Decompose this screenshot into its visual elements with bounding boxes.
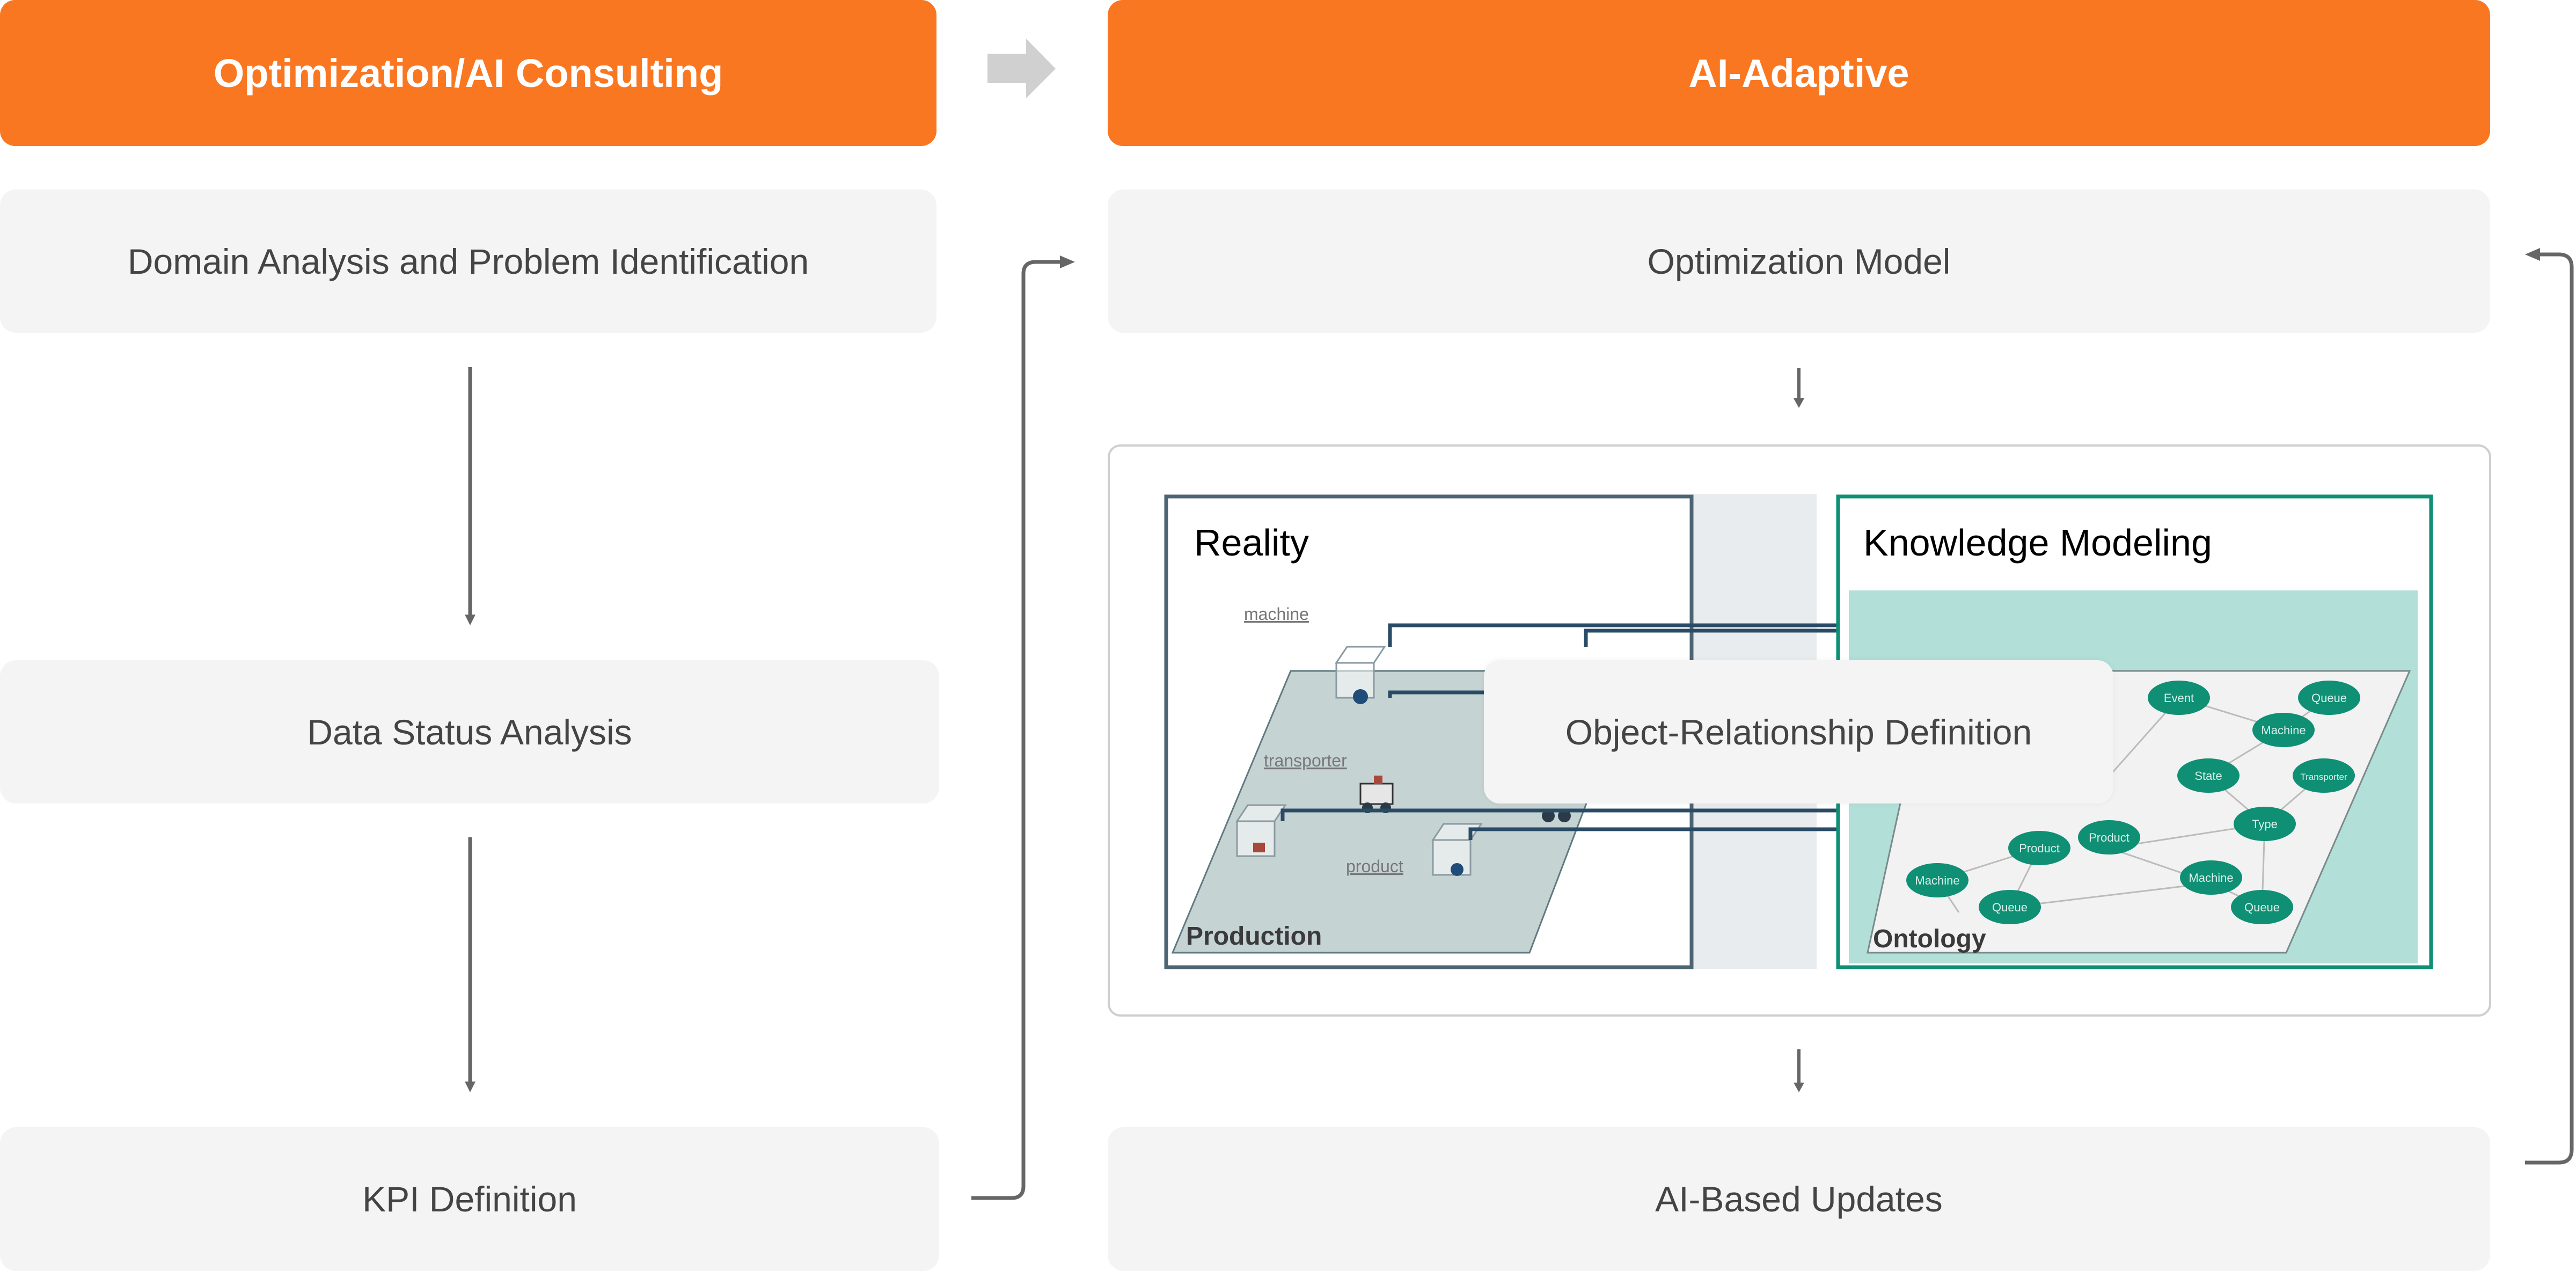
arrow-down-3 (1794, 368, 1804, 408)
right-arrow-icon (987, 39, 1056, 98)
node-label: Machine (2189, 871, 2233, 885)
step-optimization-model: Optimization Model (1108, 189, 2490, 333)
ontology-node (2008, 831, 2070, 865)
ontology-node (2177, 758, 2240, 793)
step-data-status-analysis: Data Status Analysis (0, 660, 939, 803)
ai-adaptive-header: AI-Adaptive (1108, 0, 2490, 146)
ontology-node (2234, 807, 2296, 841)
arrow-down-4 (1794, 1049, 1804, 1092)
node-label: Machine (2261, 724, 2306, 737)
arrow-down-1 (465, 367, 475, 625)
ontology-node-labels: Event Queue Machine State Transporter Ty… (1915, 691, 2347, 914)
ontology-node (1906, 863, 1968, 897)
ontology-nodes (1906, 681, 2360, 924)
step-label: KPI Definition (362, 1179, 577, 1219)
step-ai-based-updates: AI-Based Updates (1108, 1127, 2490, 1271)
ontology-node (2298, 681, 2360, 715)
knowledge-modeling-title: Knowledge Modeling (1863, 522, 2212, 564)
node-label: Queue (2244, 901, 2280, 914)
ai-adaptive-header-label: AI-Adaptive (1688, 50, 1909, 96)
ontology-node (2252, 713, 2315, 747)
ontology-node (2148, 681, 2210, 715)
node-label: Event (2164, 691, 2194, 705)
ontology-node (2180, 860, 2242, 895)
node-label: State (2194, 769, 2222, 783)
node-label: Product (2019, 842, 2060, 855)
transporter-label: transporter (1264, 751, 1347, 770)
connector-kpi-to-optimization (971, 255, 1075, 1200)
consulting-header-label: Optimization/AI Consulting (213, 50, 723, 96)
node-label: Machine (1915, 874, 1959, 887)
ontology-label: Ontology (1873, 925, 1986, 953)
step-label: AI-Based Updates (1655, 1179, 1943, 1219)
ontology-node (2231, 890, 2293, 924)
machine-icon (1335, 646, 1386, 704)
overlay-label: Object-Relationship Definition (1565, 712, 2032, 752)
node-label: Product (2089, 831, 2129, 844)
step-kpi-definition: KPI Definition (0, 1127, 939, 1271)
object-relationship-definition-box: Object-Relationship Definition (1484, 660, 2113, 803)
transporter-icon (1542, 809, 1571, 822)
node-label: Type (2252, 817, 2278, 831)
arrow-down-2 (465, 837, 475, 1092)
node-label: Transporter (2300, 772, 2347, 782)
production-label: Production (1186, 922, 1322, 951)
product-label: product (1346, 857, 1403, 876)
step-domain-analysis: Domain Analysis and Problem Identificati… (0, 189, 936, 333)
consulting-header: Optimization/AI Consulting (0, 0, 936, 146)
connector-feedback-loop (2525, 248, 2574, 1165)
ontology-node (1979, 890, 2041, 924)
machine-label: machine (1244, 604, 1309, 624)
machine-icon (1235, 804, 1287, 857)
ontology-node (2293, 758, 2355, 793)
ontology-node (2078, 820, 2140, 854)
node-label: Queue (1992, 901, 2028, 914)
step-label: Optimization Model (1647, 241, 1951, 281)
step-label: Data Status Analysis (307, 712, 632, 752)
node-label: Queue (2311, 691, 2347, 705)
reality-title: Reality (1194, 522, 1309, 564)
step-label: Domain Analysis and Problem Identificati… (127, 241, 809, 281)
